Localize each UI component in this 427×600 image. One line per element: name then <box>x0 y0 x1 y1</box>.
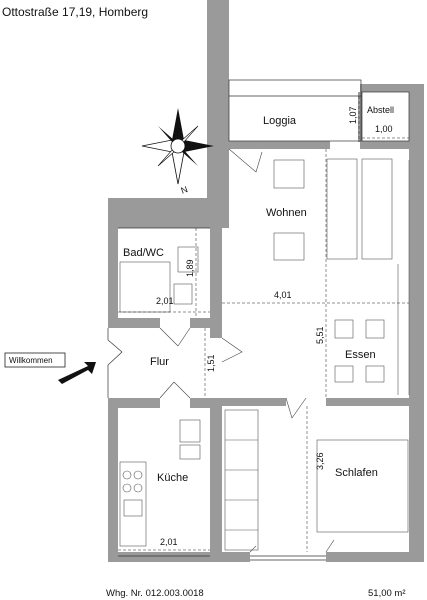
stove-burner <box>122 483 132 493</box>
dim-wohnen-essen-depth: 5,51 <box>315 326 325 344</box>
essen-chair <box>365 319 385 339</box>
walls <box>108 0 424 562</box>
dim-kueche-width: 2,01 <box>160 537 178 547</box>
room-labels: Loggia Abstell Wohnen Bad/WC Flur Essen … <box>123 105 394 484</box>
wall-bad-top <box>108 198 229 228</box>
dim-abstell-width: 1,00 <box>375 124 393 134</box>
dim-bad-width: 2,01 <box>156 296 174 306</box>
dimension-lines <box>118 96 409 552</box>
bed <box>316 439 409 533</box>
toilet <box>177 246 199 273</box>
wall-flur-right-top <box>210 328 222 338</box>
dimension-labels: 1,07 1,00 1,89 2,01 4,01 5,51 1,51 3,26 … <box>156 106 393 547</box>
entrance-arrow-icon <box>58 362 96 384</box>
furniture <box>119 158 410 551</box>
sink <box>173 283 193 305</box>
entrance-sign: Willkommen <box>4 352 96 384</box>
wall-bad-bottom-right <box>190 318 222 328</box>
door-balcony <box>249 539 335 553</box>
room-label-kueche: Küche <box>157 472 188 484</box>
wohnen-chair-top <box>273 159 305 189</box>
stove-burner <box>122 470 132 480</box>
compass-north-label: N <box>179 184 189 196</box>
wall-bottom-kitchen <box>108 552 222 562</box>
compass-rose-icon <box>141 108 214 185</box>
kitchen-chair <box>179 419 201 443</box>
unit-number: Whg. Nr. 012.003.0018 <box>106 588 204 599</box>
wohnen-shelf <box>361 158 393 260</box>
total-area: 51,00 m² <box>368 588 406 599</box>
entrance-label: Willkommen <box>9 356 53 365</box>
wall-loggia-bottom <box>222 141 330 149</box>
wall-abstell-divider <box>358 92 362 142</box>
wall-bad-right <box>210 228 222 326</box>
essen-chair <box>334 319 354 339</box>
wall-schlafen-top-left <box>222 398 286 406</box>
room-label-schlafen: Schlafen <box>335 467 378 479</box>
wardrobe <box>224 409 259 551</box>
wall-bottom-left <box>222 552 250 562</box>
essen-chair <box>365 365 385 383</box>
wohnen-chair-bottom <box>273 232 305 261</box>
kitchen-chair <box>179 444 201 460</box>
wall-bottom-right <box>326 552 424 562</box>
room-label-essen: Essen <box>345 349 376 361</box>
room-label-bad: Bad/WC <box>123 247 164 259</box>
wall-left-upper <box>207 80 229 198</box>
abstell-outline <box>361 91 410 142</box>
room-label-flur: Flur <box>150 356 169 368</box>
outlines <box>107 79 410 561</box>
doors <box>159 148 335 553</box>
wall-abstell-bottom <box>360 141 410 149</box>
wall-stub-top <box>207 0 229 80</box>
wall-abstell-top <box>360 84 424 92</box>
door-bad <box>159 327 191 347</box>
wall-schlafen-top-right <box>326 398 409 406</box>
dim-schlafen-depth: 3,26 <box>315 452 325 470</box>
loggia-outline <box>228 79 362 142</box>
wall-kitchen-top-left <box>108 398 160 408</box>
wall-kitchen-top-right <box>190 398 222 408</box>
wall-bad-bottom-left <box>108 318 160 328</box>
door-schlafen <box>285 397 307 419</box>
wall-right <box>409 84 424 562</box>
address-title: Ottostraße 17,19, Homberg <box>2 5 148 19</box>
kitchen-counter <box>119 461 147 547</box>
kitchen-sink <box>123 499 143 517</box>
dim-flur-depth: 1,51 <box>206 354 216 372</box>
entrance-sign-box <box>4 352 66 368</box>
stove-burner <box>133 470 143 480</box>
dim-bad-depth: 1,89 <box>185 259 195 277</box>
room-label-wohnen: Wohnen <box>266 207 307 219</box>
door-flur-right <box>221 337 243 363</box>
dim-wohnen-width: 4,01 <box>274 290 292 300</box>
room-label-abstell: Abstell <box>367 105 394 115</box>
wall-kitchen-left <box>108 408 118 562</box>
room-label-loggia: Loggia <box>263 115 297 127</box>
door-kitchen <box>159 381 191 399</box>
door-loggia <box>228 148 263 173</box>
wohnen-sofa <box>326 158 358 260</box>
stove-burner <box>133 483 143 493</box>
wall-bad-left <box>108 228 118 326</box>
essen-chair <box>334 365 354 383</box>
wall-kitchen-right <box>210 408 222 562</box>
dim-loggia-depth: 1,07 <box>348 106 358 124</box>
